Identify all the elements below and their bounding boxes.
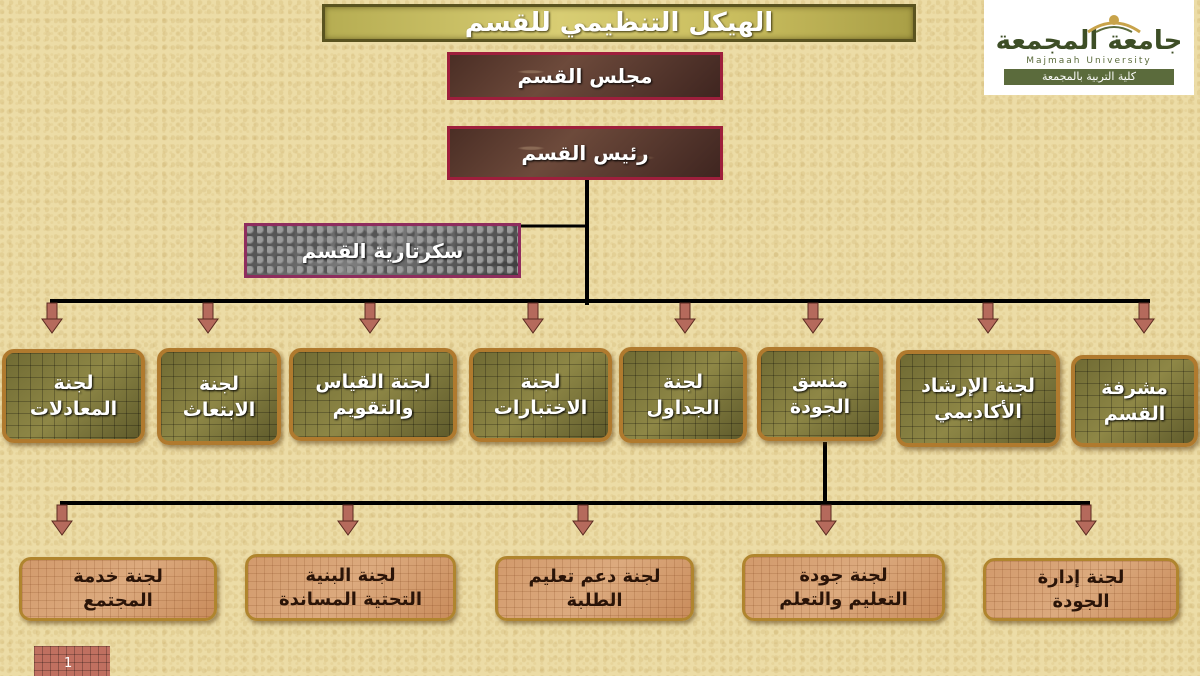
node-line2: التحتية المساندة	[279, 588, 422, 610]
node-line1: منسق	[792, 370, 848, 392]
arrow-icon	[359, 302, 381, 334]
page-number: 1	[34, 646, 110, 676]
node-label: رئيس القسم	[521, 141, 649, 165]
node-line2: الجودة	[789, 396, 851, 418]
node-row1: مشرفة القسم	[1071, 355, 1198, 447]
node-line1: لجنة جودة	[799, 564, 888, 586]
arrow-icon	[197, 302, 219, 334]
arrow-icon	[51, 504, 73, 536]
node-row2: لجنة خدمة المجتمع	[19, 557, 217, 621]
node-line1: لجنة	[662, 371, 704, 393]
arrow-icon	[522, 302, 544, 334]
node-line2: الجداول	[646, 397, 720, 419]
node-line1: لجنة إدارة	[1037, 566, 1125, 588]
node-line1: لجنة خدمة	[73, 566, 163, 587]
node-label: مجلس القسم	[517, 64, 653, 88]
arrow-icon	[1075, 504, 1097, 536]
node-row1: لجنة القياس والتقويم	[289, 348, 457, 441]
node-secretariat: سكرتارية القسم	[244, 223, 521, 278]
node-line1: لجنة	[53, 372, 94, 394]
arrow-icon	[41, 302, 63, 334]
node-row1: لجنة الجداول	[619, 347, 747, 443]
arrow-icon	[1133, 302, 1155, 334]
node-line1: لجنة القياس	[315, 370, 431, 393]
node-line1: لجنة	[520, 371, 561, 393]
node-row1: منسق الجودة	[757, 347, 883, 441]
node-line1: لجنة	[198, 372, 240, 395]
node-line2: الاختبارات	[493, 397, 588, 419]
node-row1: لجنة الإرشاد الأكاديمي	[896, 350, 1060, 447]
node-line1: مشرفة	[1101, 377, 1168, 399]
node-row1: لجنة المعادلات	[2, 349, 145, 443]
node-line1: لجنة دعم تعليم	[528, 565, 661, 587]
node-line2: التعليم والتعلم	[779, 588, 908, 610]
node-line1: لجنة البنية	[305, 564, 396, 586]
page-title: الهيكل التنظيمي للقسم	[322, 4, 916, 42]
node-line2: الابتعاث	[182, 398, 256, 421]
node-row1: لجنة الابتعاث	[157, 348, 281, 445]
node-line2: الأكاديمي	[934, 400, 1022, 423]
node-line2: المجتمع	[83, 590, 153, 611]
node-line1: لجنة الإرشاد	[921, 374, 1035, 397]
arrow-icon	[802, 302, 824, 334]
node-department-council: مجلس القسم	[447, 52, 723, 100]
arrow-icon	[815, 504, 837, 536]
node-line2: الطلبة	[566, 589, 623, 611]
arrow-icon	[977, 302, 999, 334]
arrow-icon	[337, 504, 359, 536]
node-line2: المعادلات	[29, 398, 118, 420]
arrow-icon	[674, 302, 696, 334]
node-department-head: رئيس القسم	[447, 126, 723, 180]
node-label: سكرتارية القسم	[301, 238, 464, 263]
arrow-icon	[572, 504, 594, 536]
university-logo: جامعة المجمعة Majmaah University كلية ال…	[984, 0, 1194, 95]
logo-college: كلية التربية بالمجمعة	[1004, 69, 1174, 85]
logo-name-en: Majmaah University	[1026, 56, 1152, 66]
node-line2: الجودة	[1052, 590, 1110, 612]
book-logo-icon	[1087, 15, 1141, 34]
node-line2: القسم	[1103, 403, 1166, 425]
node-row1: لجنة الاختبارات	[469, 348, 612, 442]
node-line2: والتقويم	[332, 396, 414, 419]
